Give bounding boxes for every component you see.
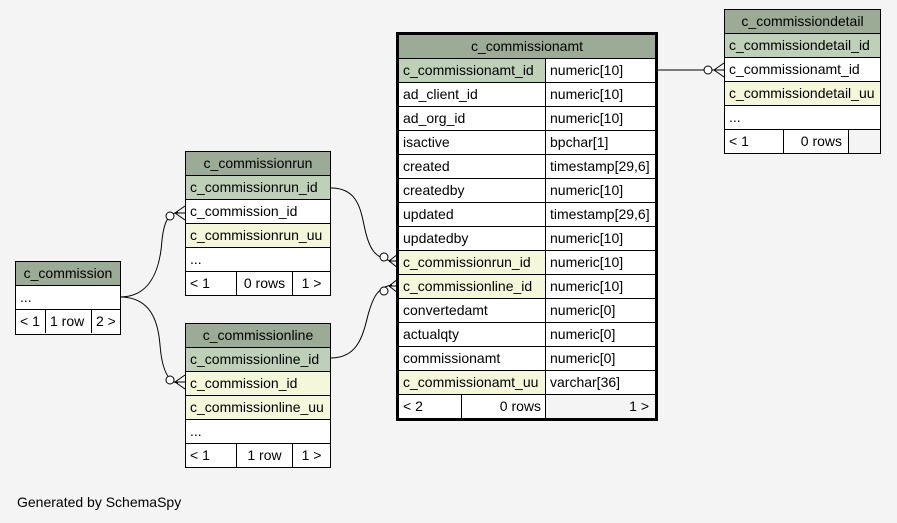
column-name: c_commissionline_id [399, 275, 545, 298]
column-type: numeric[10] [550, 110, 624, 126]
table-title: c_commissiondetail [725, 10, 880, 33]
column-name: c_commissionrun_id [399, 251, 545, 274]
column-name: ... [190, 423, 202, 439]
parents-link[interactable]: < 2 [403, 398, 423, 414]
table-c_commissionrun[interactable]: c_commissionrun c_commissionrun_id c_com… [185, 151, 331, 296]
edge-commissionrun-to-commissionamt [330, 187, 393, 262]
column-name: c_commissionline_id [186, 348, 330, 371]
column-name: updatedby [403, 230, 469, 246]
column-type: bpchar[1] [550, 134, 609, 150]
children-link[interactable]: 1 > [546, 395, 655, 418]
edge-commissionline-to-commissionamt [330, 284, 393, 359]
parents-link[interactable]: < 1 [190, 447, 210, 463]
column-name: c_commissionrun_id [186, 176, 330, 199]
column-type: timestamp[29,6] [550, 206, 650, 222]
table-c_commissiondetail[interactable]: c_commissiondetail c_commissiondetail_id… [724, 9, 881, 154]
column-type: numeric[0] [550, 350, 616, 366]
column-name: ad_org_id [403, 110, 466, 126]
table-c_commissionamt[interactable]: c_commissionamt c_commissionamt_id numer… [396, 32, 658, 421]
children-link[interactable]: 1 > [301, 275, 322, 291]
column-name: c_commissiondetail_uu [725, 82, 880, 105]
column-name: ... [729, 109, 741, 125]
column-name: c_commissionamt_uu [399, 371, 545, 394]
table-title: c_commission [16, 262, 120, 285]
column-type: numeric[10] [550, 62, 624, 78]
table-c_commissionline[interactable]: c_commissionline c_commissionline_id c_c… [185, 323, 331, 468]
column-name: created [403, 158, 450, 174]
edge-commission-to-commissionline [119, 296, 179, 384]
column-type: numeric[10] [550, 254, 624, 270]
empty-footer-cell [849, 130, 880, 153]
generated-by-note: Generated by SchemaSpy [17, 494, 182, 510]
column-name: c_commissiondetail_id [725, 34, 880, 57]
children-link[interactable]: 2 > [96, 313, 116, 329]
column-type: numeric[10] [550, 278, 624, 294]
row-count: 0 rows [800, 133, 842, 149]
table-title: c_commissionrun [186, 152, 330, 175]
row-count: 0 rows [499, 398, 541, 414]
column-name: isactive [403, 134, 450, 150]
column-type: numeric[0] [550, 302, 616, 318]
column-name: actualqty [403, 326, 460, 342]
column-name: c_commissionrun_uu [186, 224, 330, 247]
column-type: numeric[10] [550, 230, 624, 246]
column-type: numeric[10] [550, 86, 624, 102]
column-name: c_commission_id [190, 203, 298, 219]
table-c_commission[interactable]: c_commission ... < 1 1 row 2 > [15, 261, 121, 335]
column-name: createdby [403, 182, 465, 198]
parents-link[interactable]: < 1 [729, 133, 749, 149]
parents-link[interactable]: < 1 [190, 275, 210, 291]
row-count: 1 row [50, 313, 85, 329]
edge-end-marker [165, 211, 175, 221]
column-name: commissionamt [403, 350, 501, 366]
column-name: c_commission_id [186, 372, 330, 395]
edge-end-marker [703, 65, 713, 75]
column-type: timestamp[29,6] [550, 158, 650, 174]
row-count: 0 rows [243, 275, 286, 291]
edge-end-marker [379, 252, 389, 262]
children-link[interactable]: 1 > [301, 447, 322, 463]
column-name: c_commissionamt_id [399, 59, 545, 82]
table-title: c_commissionline [186, 324, 330, 347]
column-name: ... [20, 289, 32, 305]
column-name: ... [190, 251, 202, 267]
column-name: c_commissionline_uu [186, 396, 330, 419]
column-name: c_commissionamt_id [729, 61, 860, 77]
column-name: convertedamt [403, 302, 488, 318]
column-type: numeric[10] [550, 182, 624, 198]
edge-end-marker [379, 286, 389, 296]
parents-link[interactable]: < 1 [20, 313, 40, 329]
column-type: numeric[0] [550, 326, 616, 342]
edge-commission-to-commissionrun [119, 211, 179, 298]
column-type: varchar[36] [550, 374, 621, 390]
column-name: updated [403, 206, 454, 222]
column-name: ad_client_id [403, 86, 478, 102]
table-title: c_commissionamt [399, 35, 655, 58]
row-count: 1 row [247, 447, 282, 463]
edge-end-marker [165, 375, 175, 385]
